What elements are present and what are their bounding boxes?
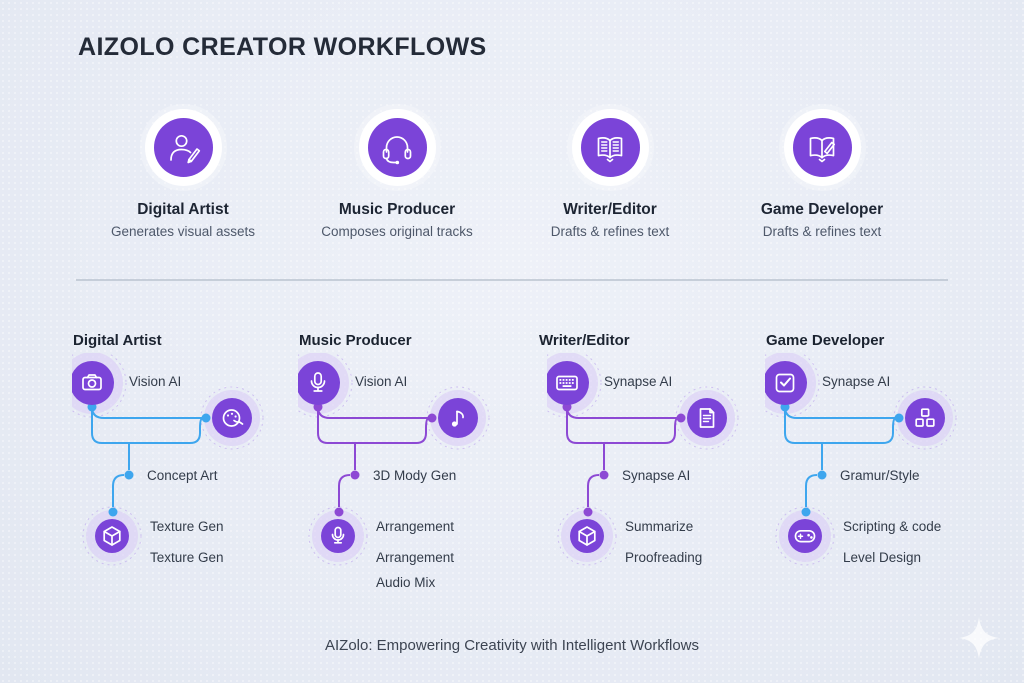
connector-dots <box>313 402 437 517</box>
mid-node-label: Synapse AI <box>622 468 691 483</box>
music-note-icon <box>451 410 464 427</box>
bottom-label-2: Texture Gen <box>150 550 224 565</box>
persona-description: Drafts & refines text <box>550 224 670 239</box>
mid-node-label: Gramur/Style <box>840 468 920 483</box>
bottom-label-1: Texture Gen <box>150 519 224 534</box>
persona-bubble <box>367 118 427 177</box>
connector-lines <box>566 406 679 507</box>
workflow-title: Music Producer <box>299 332 412 349</box>
bottom-label-3: Audio Mix <box>376 575 436 590</box>
persona-bubble <box>580 118 640 177</box>
microphone-icon <box>331 526 345 544</box>
persona-bubble <box>153 118 213 177</box>
persona-name: Digital Artist <box>137 201 229 218</box>
persona-bubble <box>792 118 852 177</box>
artist-icon <box>170 134 201 163</box>
workflow-digital-artist: Digital Artist <box>72 330 297 630</box>
persona-description: Drafts & refines text <box>762 224 882 239</box>
top-node-label: Synapse AI <box>604 374 673 389</box>
document-icon <box>699 408 715 428</box>
persona-card-game-developer: Game Developer Drafts & refines text <box>727 109 917 239</box>
persona-name: Writer/Editor <box>563 201 657 218</box>
palette-icon <box>222 409 244 427</box>
persona-card-writer-editor: Writer/Editor Drafts & refines text <box>515 109 705 239</box>
open-book-icon <box>597 136 623 162</box>
checkbox-icon <box>775 373 795 393</box>
persona-card-music-producer: Music Producer Composes original tracks <box>302 109 492 239</box>
workflow-writer-editor: Writer/Editor <box>539 330 772 630</box>
camera-icon <box>82 374 102 391</box>
footer-tagline: AIZolo: Empowering Creativity with Intel… <box>324 637 700 654</box>
top-node-label: Vision AI <box>129 374 182 389</box>
bottom-label-1: Summarize <box>625 519 694 534</box>
connector-lines <box>784 406 897 507</box>
mid-node-label: Concept Art <box>147 468 218 483</box>
bottom-label-1: Arrangement <box>376 519 455 534</box>
workflow-diagram <box>765 353 957 566</box>
persona-name: Game Developer <box>760 201 884 218</box>
blocks-icon <box>915 408 935 427</box>
top-node-label: Vision AI <box>355 374 408 389</box>
section-divider <box>76 279 948 281</box>
bottom-label-2: Proofreading <box>625 550 703 565</box>
bottom-label-2: Arrangement <box>376 550 455 565</box>
connector-lines <box>317 406 430 507</box>
persona-ring <box>783 109 861 186</box>
persona-name: Music Producer <box>338 201 456 218</box>
bottom-label-1: Scripting & code <box>843 519 942 534</box>
cube-icon <box>103 526 121 546</box>
page-title: AIZOLO CREATOR WORKFLOWS <box>78 33 487 61</box>
microphone-icon <box>310 372 326 392</box>
persona-ring <box>571 109 649 186</box>
bottom-label-2: Level Design <box>843 550 922 565</box>
sparkle-icon <box>959 617 999 659</box>
node-circles <box>298 361 478 553</box>
connector-dots <box>780 402 904 517</box>
persona-description: Composes original tracks <box>321 224 473 239</box>
book-pencil-icon <box>809 136 836 162</box>
persona-card-digital-artist: Digital Artist Generates visual assets <box>88 109 278 239</box>
workflow-title: Writer/Editor <box>539 332 630 349</box>
workflow-title: Digital Artist <box>73 332 162 349</box>
headset-icon <box>382 135 412 164</box>
workflow-diagram <box>72 353 264 566</box>
workflow-title: Game Developer <box>766 332 885 349</box>
workflow-diagram <box>298 353 490 566</box>
connector-dots <box>562 402 686 517</box>
workflow-game-developer: Game Developer <box>765 330 990 630</box>
gamepad-icon <box>794 529 816 543</box>
persona-ring <box>358 109 436 186</box>
persona-ring <box>144 109 222 186</box>
top-node-label: Synapse AI <box>822 374 891 389</box>
keyboard-icon <box>556 375 578 391</box>
persona-description: Generates visual assets <box>110 224 256 239</box>
cube-icon <box>578 526 596 546</box>
connector-lines <box>91 406 204 507</box>
workflow-diagram <box>547 353 739 566</box>
connector-dots <box>87 402 211 517</box>
mid-node-label: 3D Mody Gen <box>373 468 457 483</box>
workflow-music-producer: Music Producer <box>298 330 523 630</box>
